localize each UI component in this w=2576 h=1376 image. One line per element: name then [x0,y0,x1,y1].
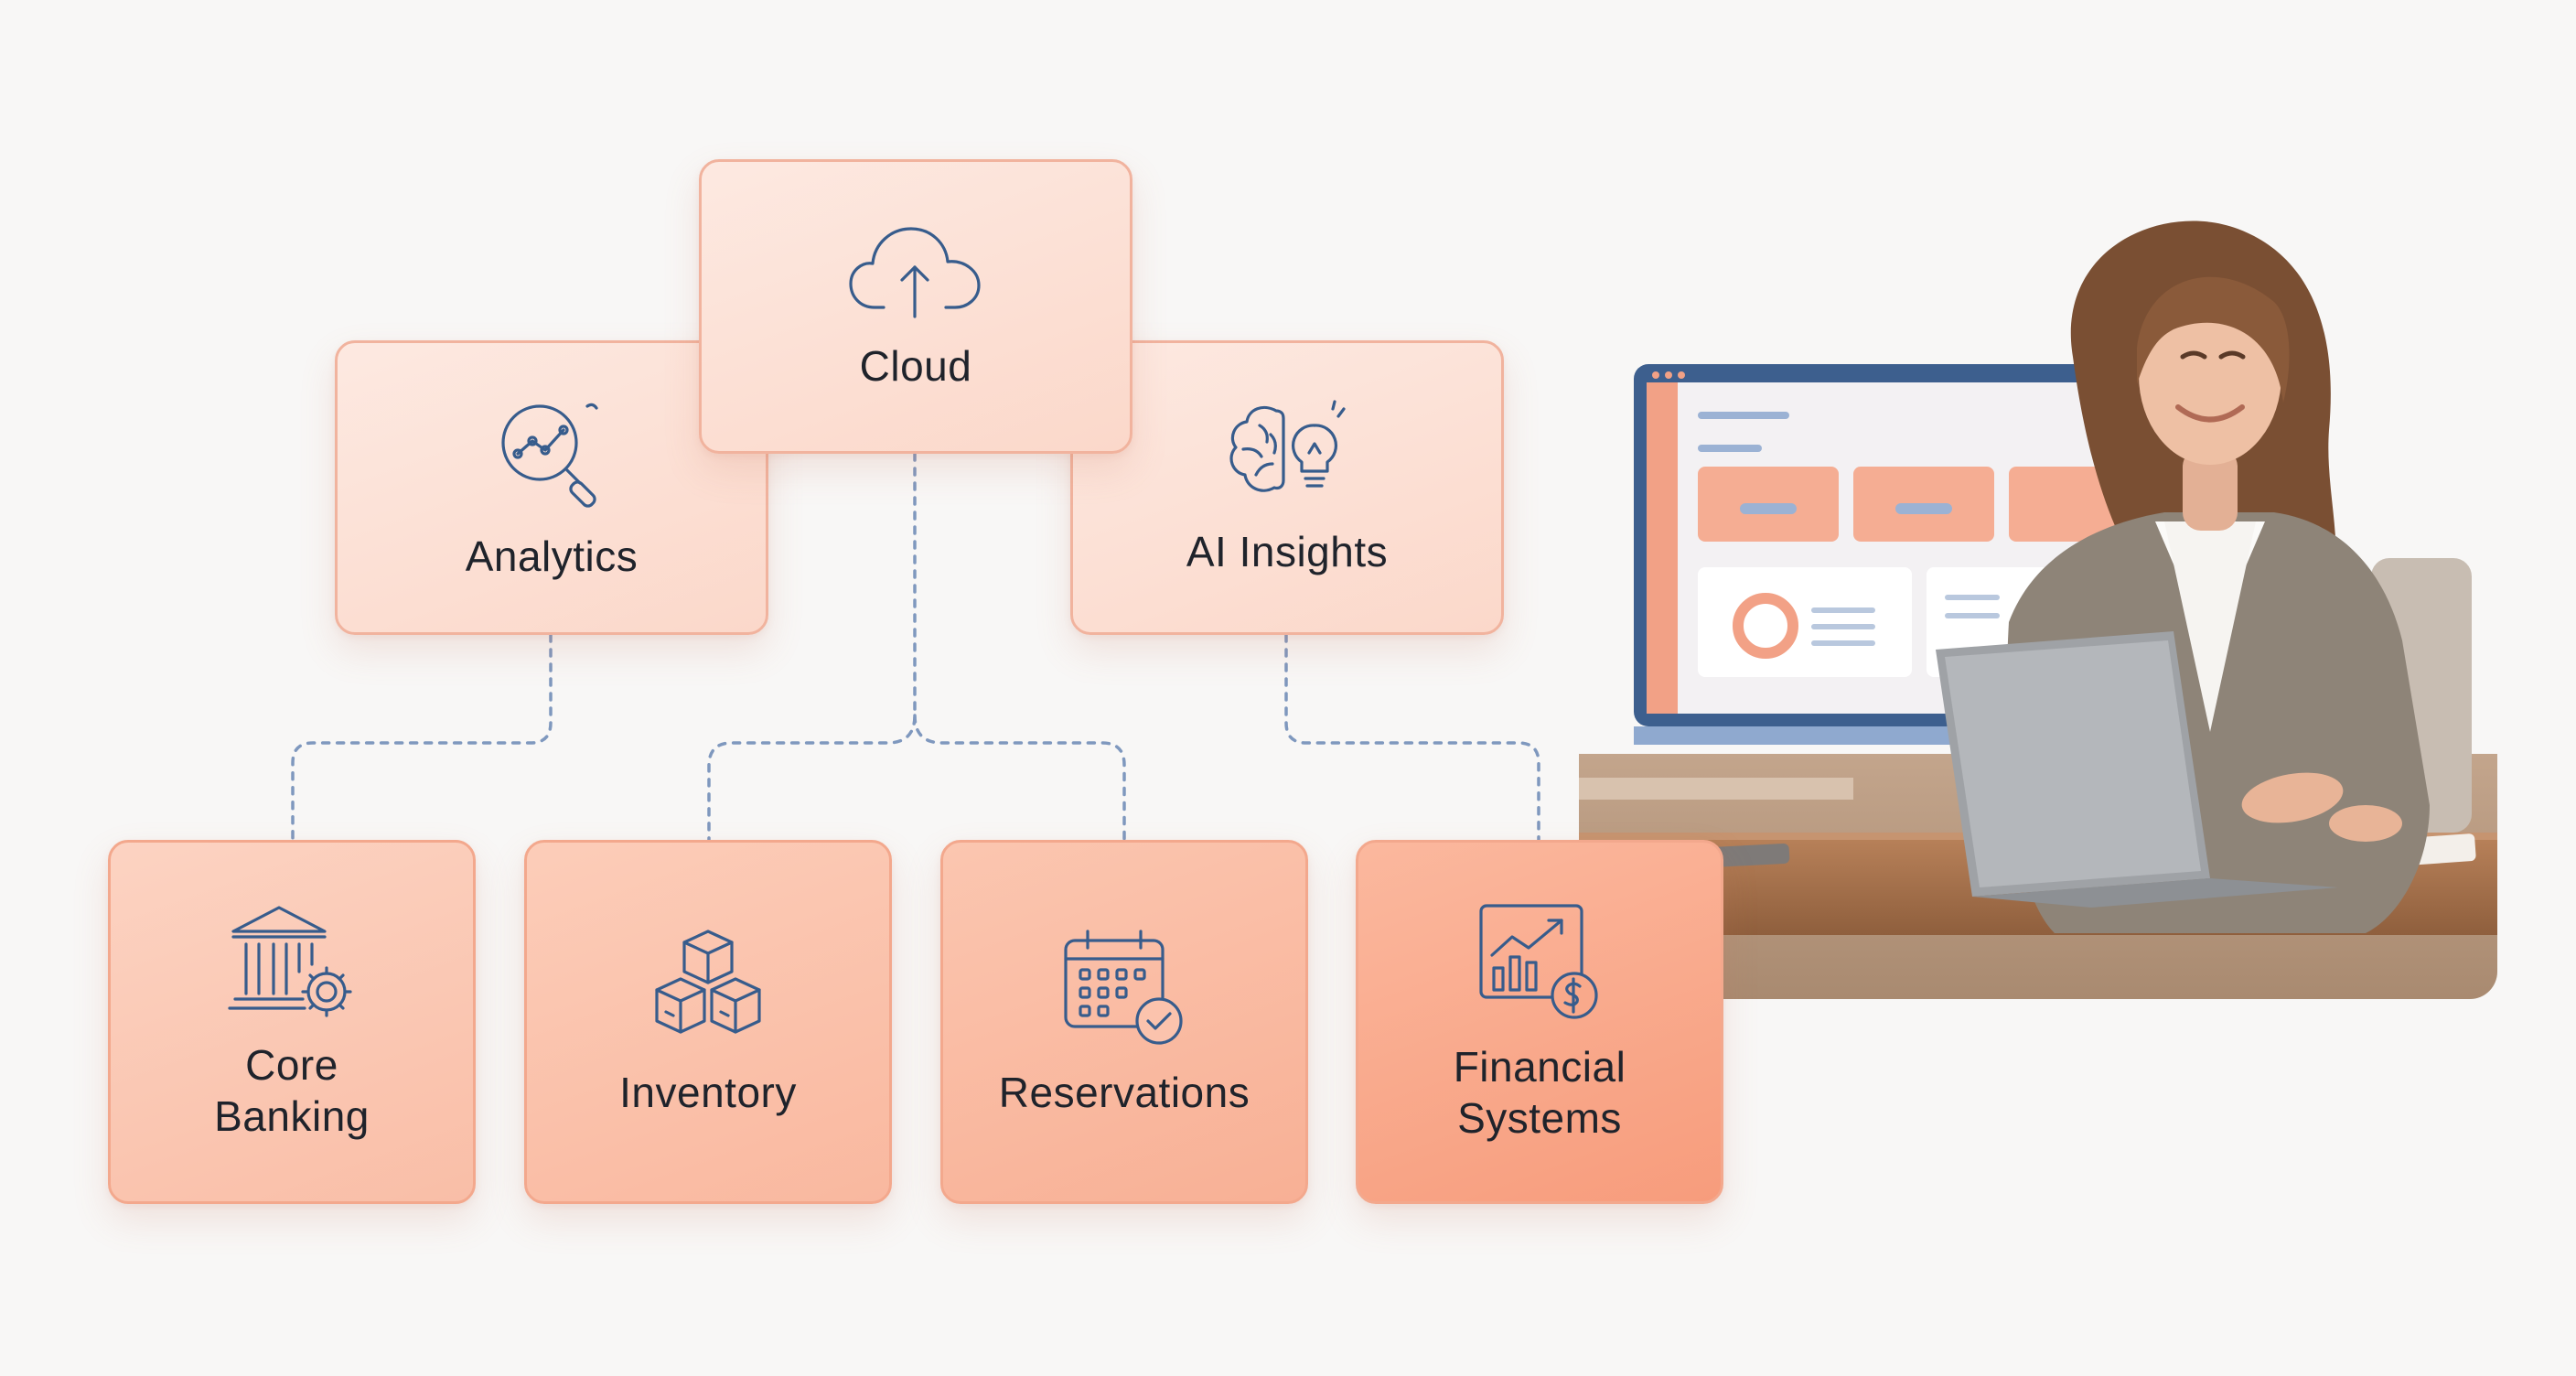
node-label-cloud: Cloud [859,342,972,390]
node-core-banking: Core Banking [108,840,476,1204]
photo-woman-working-on-laptop [1579,220,2497,999]
bank-gear-icon [228,902,356,1021]
node-label-core-banking-line1: Core [245,1041,338,1089]
node-ai-insights: AI Insights [1070,340,1504,635]
node-inventory: Inventory [524,840,892,1204]
stacked-boxes-icon [644,926,772,1048]
calendar-check-icon [1060,926,1188,1048]
analytics-magnifier-icon [492,393,611,512]
connector-cloud-reservations [913,714,1126,842]
node-label-ai-insights: AI Insights [1186,528,1389,575]
connector-analytics-core-banking [291,633,553,842]
photo-laptop [1936,631,2338,908]
node-label-inventory: Inventory [619,1069,797,1116]
brain-lightbulb-icon [1223,398,1351,508]
node-label-financial-systems-line1: Financial [1453,1043,1626,1091]
node-financial-systems: Financial Systems [1356,840,1723,1204]
node-analytics: Analytics [335,340,768,635]
chart-dollar-icon [1476,900,1604,1023]
node-label-analytics: Analytics [465,532,639,580]
node-label-financial-systems: Financial Systems [1454,1041,1626,1144]
node-reservations: Reservations [940,840,1308,1204]
node-cloud: Cloud [699,159,1132,454]
cloud-upload-icon [847,221,984,322]
connector-ai-financial [1284,633,1540,842]
node-label-reservations: Reservations [998,1069,1250,1116]
node-label-core-banking: Core Banking [214,1039,370,1142]
node-label-core-banking-line2: Banking [214,1092,370,1140]
node-label-financial-systems-line2: Systems [1457,1094,1622,1142]
